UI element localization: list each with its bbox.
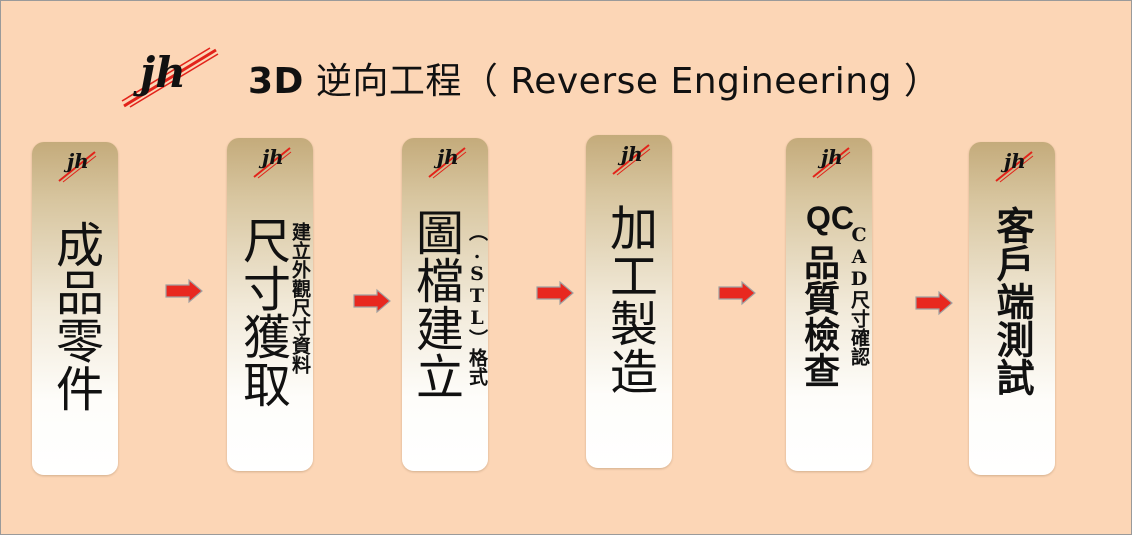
step-card-dimension-acquisition: jh 尺寸獲取 建立外觀尺寸資料 xyxy=(227,138,313,471)
step-card-file-creation: jh 圖檔建立 （.STL）格式 xyxy=(402,138,488,471)
page-title: 3D 逆向工程（ Reverse Engineering ） xyxy=(248,52,940,104)
step-card-qc-inspection: jh QC 品質檢查 CAD尺寸確認 xyxy=(786,138,872,471)
arrow-right-icon xyxy=(165,278,203,304)
logo-text: jh xyxy=(262,145,284,169)
step-subtitle: 建立外觀尺寸資料 xyxy=(289,222,311,374)
step-subtitle: （.STL）格式 xyxy=(466,222,488,386)
step-card-client-testing: jh 客戶端測試 xyxy=(969,142,1055,475)
jh-logo-icon: jh xyxy=(120,46,220,110)
title-text: 逆向工程（ Reverse Engineering ） xyxy=(303,61,941,102)
logo-text: jh xyxy=(140,48,186,97)
jh-logo-icon: jh xyxy=(611,141,651,177)
arrow-right-icon xyxy=(536,280,574,306)
jh-logo-icon: jh xyxy=(811,144,851,180)
step-subtitle: CAD尺寸確認 xyxy=(848,224,870,366)
step-card-finished-part: jh 成品零件 xyxy=(32,142,118,475)
logo-text: jh xyxy=(821,145,843,169)
jh-logo-icon: jh xyxy=(994,148,1034,184)
qc-label: QC xyxy=(806,200,854,236)
arrow-right-icon xyxy=(353,288,391,314)
logo-text: jh xyxy=(67,149,89,173)
jh-logo-icon: jh xyxy=(57,148,97,184)
header: jh 3D 逆向工程（ Reverse Engineering ） xyxy=(120,46,940,110)
jh-logo-icon: jh xyxy=(252,144,292,180)
logo-text: jh xyxy=(1004,149,1026,173)
title-3d: 3D xyxy=(248,61,304,102)
step-title: 加工製造 xyxy=(601,203,657,395)
step-title: 圖檔建立 xyxy=(407,208,463,400)
arrow-right-icon xyxy=(915,290,953,316)
step-title: 尺寸獲取 xyxy=(234,216,290,408)
step-title: 客戶端測試 xyxy=(990,206,1035,396)
step-title: 成品零件 xyxy=(47,220,103,412)
logo-text: jh xyxy=(437,145,459,169)
jh-logo-icon: jh xyxy=(427,144,467,180)
step-card-manufacturing: jh 加工製造 xyxy=(586,135,672,468)
arrow-right-icon xyxy=(718,280,756,306)
logo-text: jh xyxy=(621,142,643,166)
step-title: 品質檢查 xyxy=(798,244,840,388)
